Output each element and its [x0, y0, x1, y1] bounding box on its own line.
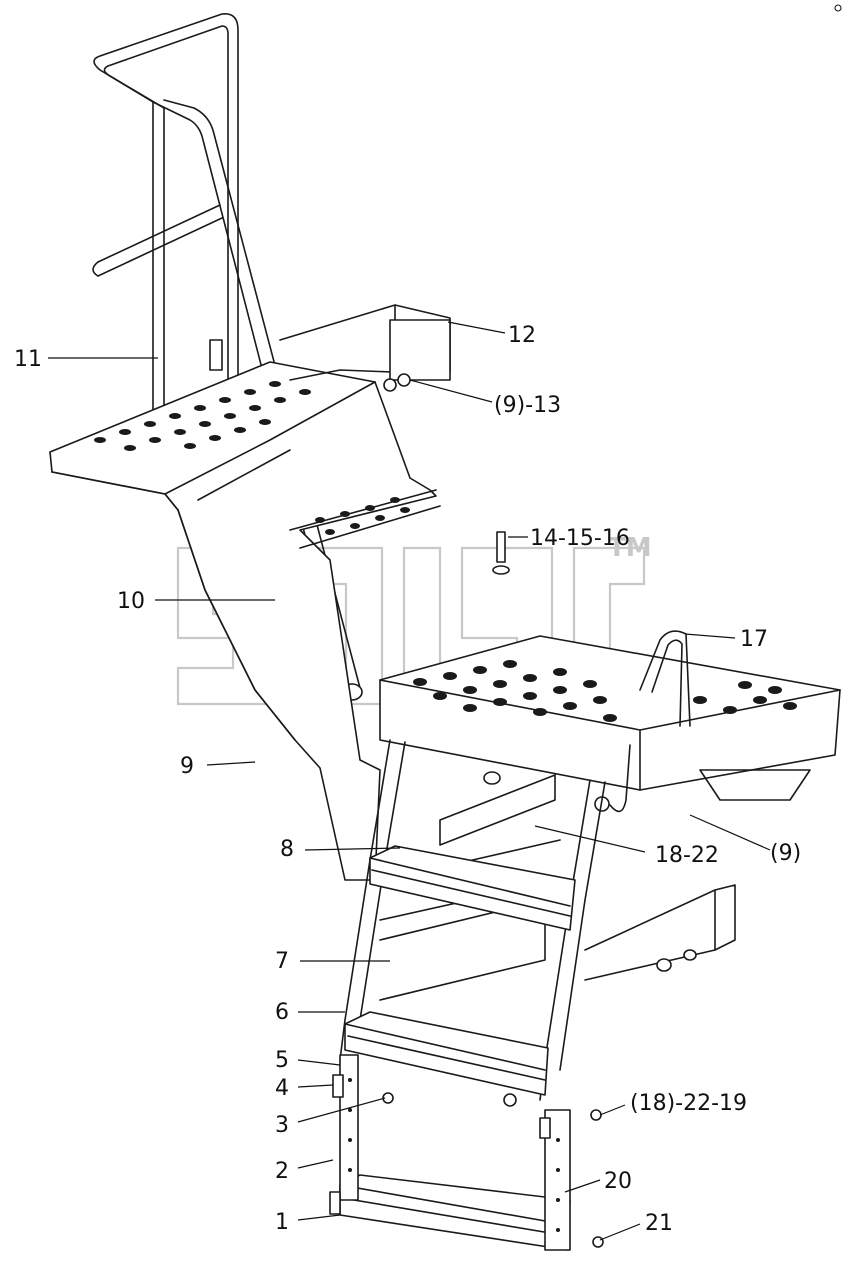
callout-12: 12: [508, 323, 536, 348]
callout-6: 6: [275, 1000, 289, 1025]
callout-11: 11: [14, 347, 42, 372]
corner-mark: [834, 4, 842, 12]
callout-10: 10: [117, 589, 145, 614]
callout-5: 5: [275, 1048, 289, 1073]
watermark-tm: TM: [608, 533, 652, 563]
callout-4: 4: [275, 1076, 289, 1101]
callout-20: 20: [604, 1169, 632, 1194]
upper-handrail: [92, 13, 363, 701]
callout-18-22-19: (18)-22-19: [630, 1091, 747, 1116]
leader-lines: [48, 321, 771, 1241]
callout-1: 1: [275, 1210, 289, 1235]
callout-3: 3: [275, 1113, 289, 1138]
callout-21: 21: [645, 1211, 673, 1236]
callout-labels: 11 12 (9)-13 14-15-16 10 17 9 (9) 8 18-2…: [14, 323, 801, 1236]
callout-18-22: 18-22: [655, 843, 719, 868]
callout-17: 17: [740, 627, 768, 652]
ladder-steps: [339, 845, 576, 1251]
upper-platform: [49, 304, 451, 881]
callout-14-15-16: 14-15-16: [530, 526, 630, 551]
callout-9-13: (9)-13: [494, 393, 561, 418]
lower-rails: [329, 1054, 604, 1251]
callout-9-paren: (9): [770, 841, 801, 866]
callout-7: 7: [275, 949, 289, 974]
callout-9: 9: [180, 754, 194, 779]
lower-platform: [379, 531, 841, 813]
callout-2: 2: [275, 1159, 289, 1184]
callout-8: 8: [280, 837, 294, 862]
